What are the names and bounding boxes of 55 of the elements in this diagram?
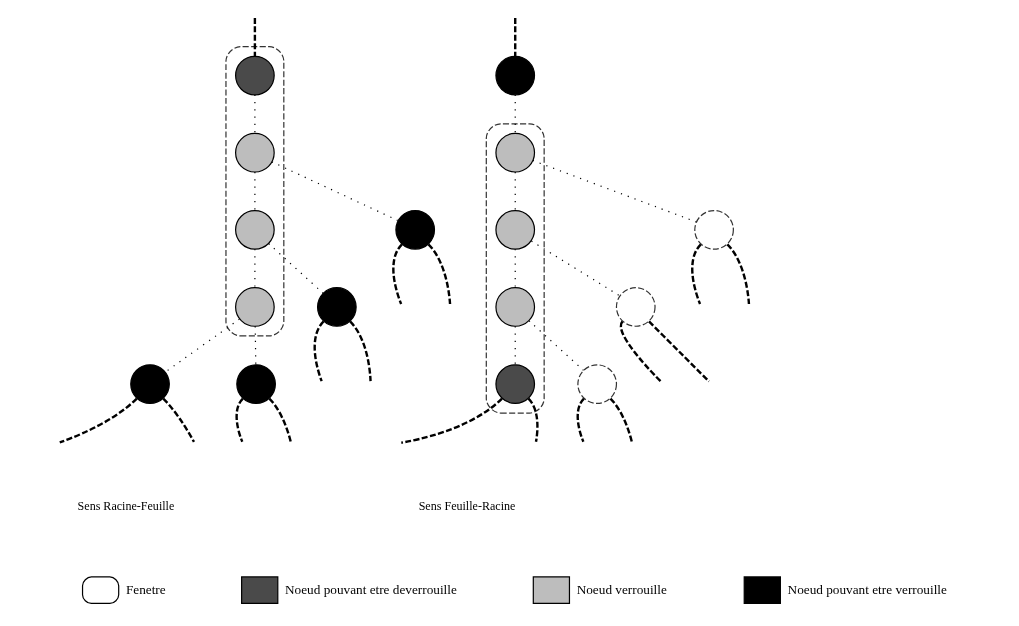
node-circle (615, 287, 656, 327)
connector (268, 397, 292, 443)
node-circle (316, 287, 357, 327)
label: Sens Feuille-Racine (418, 499, 516, 514)
node-circle (495, 287, 536, 327)
connector (254, 325, 257, 366)
connector (514, 248, 516, 288)
connector (691, 243, 702, 305)
node-circle (694, 209, 734, 250)
connector (392, 243, 403, 305)
legend-label: Noeud pouvant etre deverrouille (285, 581, 457, 597)
node-circle (235, 55, 275, 96)
node-circle (495, 132, 536, 173)
connector (527, 397, 539, 443)
node-circle (577, 364, 618, 404)
connector (162, 397, 196, 443)
connector (401, 397, 503, 444)
connector (271, 161, 399, 222)
connector (619, 320, 662, 383)
connector (313, 320, 325, 382)
connector (576, 397, 585, 443)
connector (514, 325, 516, 366)
node-circle (235, 287, 275, 327)
connector (235, 397, 244, 443)
cluster (485, 123, 545, 414)
connector (609, 397, 633, 443)
node-circle (235, 132, 275, 173)
connector (349, 320, 372, 382)
node-circle (130, 364, 170, 404)
connector (726, 243, 751, 305)
connector (427, 243, 452, 305)
connector (253, 17, 257, 57)
connector (528, 320, 585, 372)
legend-label: Noeud verrouille (576, 581, 667, 597)
connector (530, 240, 621, 297)
connector (514, 94, 516, 134)
connector (648, 320, 710, 383)
node-circle (235, 209, 275, 250)
cluster (225, 46, 285, 337)
label: Sens Racine-Feuille (77, 499, 175, 514)
connector (254, 248, 256, 288)
connector (514, 17, 517, 57)
node-circle (495, 209, 536, 250)
connector (514, 171, 516, 211)
node-circle (495, 364, 536, 404)
node-circle (495, 55, 536, 96)
legend-label: Fenetre (125, 581, 166, 597)
connector (254, 94, 256, 134)
connector (164, 318, 241, 373)
node-circle (236, 364, 276, 404)
legend-label: Noeud pouvant etre verrouille (787, 581, 947, 597)
node-circle (395, 209, 436, 250)
connector (59, 397, 138, 444)
connector (268, 243, 324, 294)
connector (254, 171, 256, 211)
